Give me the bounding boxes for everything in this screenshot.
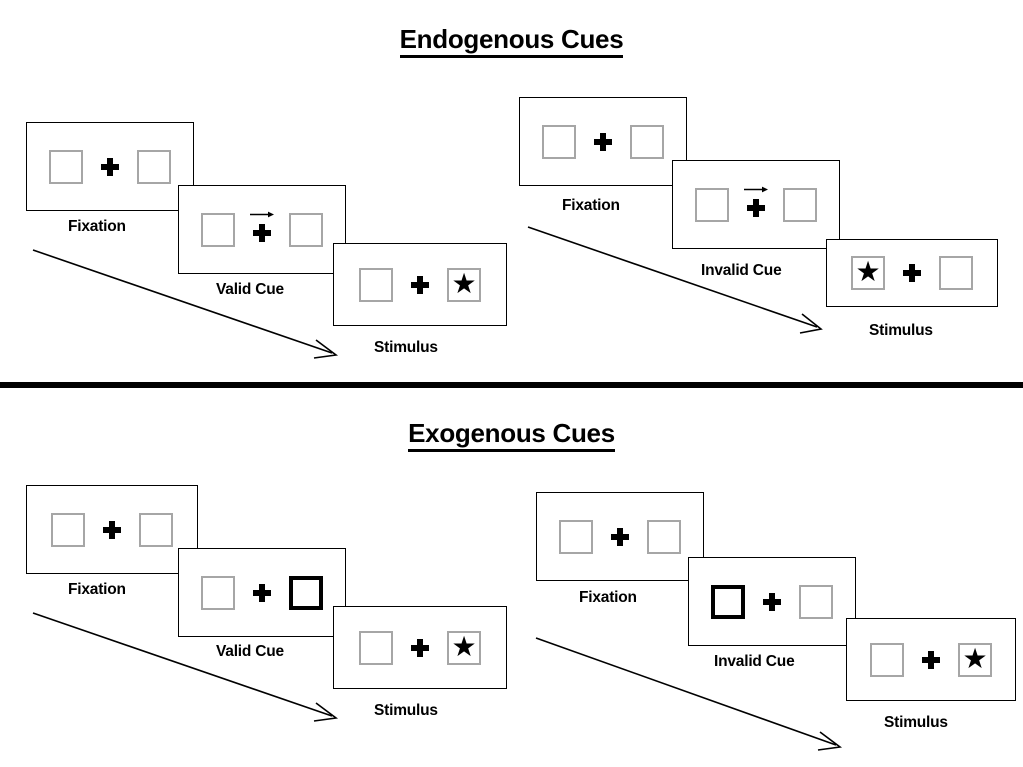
panel-endogenous-valid-cue: [178, 185, 346, 274]
stimulus-box-left-cued: [711, 584, 745, 619]
plus-icon: [922, 650, 940, 669]
section-title-endogenous-text: Endogenous Cues: [399, 24, 624, 58]
fixation-cross-wrap: [249, 573, 275, 613]
stimulus-box-left: [542, 124, 576, 159]
panel-exogenous-valid-stimulus: ★: [333, 606, 507, 689]
stimulus-box-left: ★: [851, 256, 885, 290]
caption-endogenous-invalid-fixation: Fixation: [562, 197, 620, 214]
arrow-right-icon: [744, 186, 768, 192]
panel-content: [179, 186, 345, 273]
caption-exogenous-invalid-cue: Invalid Cue: [714, 653, 795, 670]
fixation-cross-wrap: [407, 265, 433, 305]
caption-endogenous-invalid-stimulus: Stimulus: [869, 322, 933, 339]
stimulus-box-right-cued: [289, 575, 323, 610]
fixation-cross-wrap: [407, 628, 433, 668]
fixation-cross-wrap: [743, 185, 769, 225]
panel-exogenous-valid-fixation: [26, 485, 198, 574]
stimulus-box-left: [695, 187, 729, 222]
stimulus-box-right: [289, 212, 323, 247]
stimulus-box-right: [799, 584, 833, 619]
plus-icon: [101, 157, 119, 176]
stimulus-box-right: [137, 149, 171, 184]
panel-endogenous-valid-stimulus: ★: [333, 243, 507, 326]
stimulus-box-right: ★: [447, 267, 481, 302]
fixation-cross-wrap: [607, 517, 633, 557]
panel-exogenous-invalid-cue: [688, 557, 856, 646]
plus-icon: [903, 264, 921, 282]
plus-icon: [763, 592, 781, 611]
panel-endogenous-invalid-stimulus: ★: [826, 239, 998, 307]
panel-exogenous-invalid-fixation: [536, 492, 704, 581]
caption-endogenous-valid-stimulus: Stimulus: [374, 339, 438, 356]
plus-icon: [747, 199, 765, 217]
stimulus-box-left: [359, 267, 393, 302]
panel-content: [27, 123, 193, 210]
panel-endogenous-invalid-fixation: [519, 97, 687, 186]
caption-exogenous-valid-cue: Valid Cue: [216, 643, 284, 660]
caption-exogenous-invalid-stimulus: Stimulus: [884, 714, 948, 731]
fixation-cross-wrap: [249, 210, 275, 250]
stimulus-box-right: [630, 124, 664, 159]
fixation-cross-wrap: [97, 147, 123, 187]
plus-icon: [611, 527, 629, 546]
caption-exogenous-invalid-fixation: Fixation: [579, 589, 637, 606]
panel-content: [520, 98, 686, 185]
stimulus-box-left: [559, 519, 593, 554]
star-icon: ★: [962, 642, 988, 674]
stimulus-box-right: [783, 187, 817, 222]
fixation-cross-wrap: [99, 510, 125, 550]
stimulus-box-left: [201, 212, 235, 247]
panel-content: [179, 549, 345, 636]
panel-endogenous-valid-fixation: [26, 122, 194, 211]
fixation-cross-wrap: [759, 582, 785, 622]
panel-content: ★: [847, 619, 1015, 700]
caption-endogenous-invalid-cue: Invalid Cue: [701, 262, 782, 279]
section-title-exogenous: Exogenous Cues: [0, 418, 1023, 452]
panel-exogenous-valid-cue: [178, 548, 346, 637]
stimulus-box-right: [139, 512, 173, 547]
plus-icon: [411, 275, 429, 294]
panel-content: [689, 558, 855, 645]
stimulus-box-right: ★: [447, 630, 481, 665]
caption-exogenous-valid-stimulus: Stimulus: [374, 702, 438, 719]
caption-endogenous-valid-cue: Valid Cue: [216, 281, 284, 298]
section-title-exogenous-text: Exogenous Cues: [408, 418, 615, 452]
star-icon: ★: [855, 256, 881, 287]
panel-content: [27, 486, 197, 573]
caption-endogenous-valid-fixation: Fixation: [68, 218, 126, 235]
fixation-cross-wrap: [918, 640, 944, 680]
plus-icon: [103, 520, 121, 539]
flow-arrow-exogenous-invalid: [535, 637, 843, 751]
stimulus-box-right: [939, 256, 973, 290]
stimulus-box-left: [49, 149, 83, 184]
arrow-right-icon: [250, 211, 274, 217]
panel-content: ★: [334, 244, 506, 325]
section-title-endogenous: Endogenous Cues: [0, 24, 1023, 58]
stimulus-box-left: [51, 512, 85, 547]
star-icon: ★: [451, 630, 477, 662]
panel-exogenous-invalid-stimulus: ★: [846, 618, 1016, 701]
stimulus-box-right: [647, 519, 681, 554]
star-icon: ★: [451, 267, 477, 299]
panel-content: [673, 161, 839, 248]
plus-icon: [411, 638, 429, 657]
panel-endogenous-invalid-cue: [672, 160, 840, 249]
stimulus-box-right: ★: [958, 642, 992, 677]
stimulus-box-left: [359, 630, 393, 665]
section-divider: [0, 382, 1023, 388]
plus-icon: [253, 583, 271, 602]
panel-content: ★: [827, 240, 997, 306]
caption-exogenous-valid-fixation: Fixation: [68, 581, 126, 598]
panel-content: [537, 493, 703, 580]
plus-icon: [594, 132, 612, 151]
panel-content: ★: [334, 607, 506, 688]
stimulus-box-left: [201, 575, 235, 610]
fixation-cross-wrap: [590, 122, 616, 162]
stimulus-box-left: [870, 642, 904, 677]
fixation-cross-wrap: [899, 253, 925, 293]
plus-icon: [253, 224, 271, 242]
